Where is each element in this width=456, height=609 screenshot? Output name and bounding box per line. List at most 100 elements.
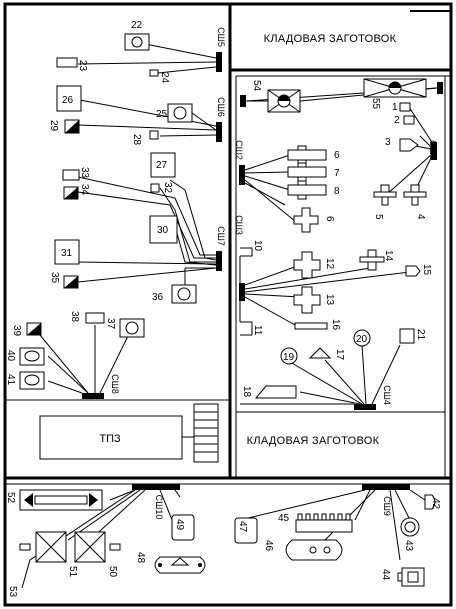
device-31 xyxy=(54,239,80,265)
connector-left-of-sh4 xyxy=(240,95,246,107)
label-53: 53 xyxy=(7,586,18,598)
label-48: 48 xyxy=(135,552,146,564)
ttz-terminal-block xyxy=(182,403,219,463)
device-6a xyxy=(287,145,327,165)
label-6b: 6 xyxy=(324,216,335,222)
connector-label-sh4: СШ4 xyxy=(382,385,392,405)
ttz-cabinet xyxy=(39,415,183,460)
device-2 xyxy=(403,115,415,125)
label-14: 14 xyxy=(383,250,394,262)
label-42: 42 xyxy=(430,498,441,510)
label-38: 38 xyxy=(69,311,80,323)
label-21: 21 xyxy=(415,329,426,341)
label-51: 51 xyxy=(67,566,78,578)
connector-label-sh8: СШ8 xyxy=(110,374,120,394)
device-46 xyxy=(285,539,343,561)
connector-label-sh6: СШ6 xyxy=(216,97,226,117)
item-numbers: 1 2 3 4 5 6 7 8 6 10 11 12 13 14 15 16 1… xyxy=(5,20,441,598)
connector-sh1 xyxy=(431,142,437,160)
label-15: 15 xyxy=(421,264,432,276)
label-35: 35 xyxy=(49,272,60,284)
device-54 xyxy=(267,89,301,113)
connector-label-sh9: СШ9 xyxy=(382,496,392,516)
device-10 xyxy=(240,247,253,257)
label-8: 8 xyxy=(334,186,340,197)
label-33: 33 xyxy=(79,167,90,179)
device-44 xyxy=(397,567,425,587)
label-1: 1 xyxy=(392,102,398,113)
connector-sh4 xyxy=(354,404,376,410)
device-16 xyxy=(294,322,328,330)
label-6a: 6 xyxy=(334,150,340,161)
label-26: 26 xyxy=(62,95,74,106)
device-19 xyxy=(280,347,298,365)
label-46: 46 xyxy=(263,540,274,552)
connector-label-sh10: СШ10 xyxy=(154,495,164,520)
label-30: 30 xyxy=(157,225,169,236)
connector-sh5 xyxy=(216,52,222,72)
label-4: 4 xyxy=(415,214,426,220)
device-39 xyxy=(26,322,42,336)
label-2: 2 xyxy=(394,115,400,126)
device-30 xyxy=(149,215,178,244)
label-16: 16 xyxy=(330,319,341,331)
label-54: 54 xyxy=(251,80,262,92)
label-19: 19 xyxy=(283,352,295,363)
label-24: 24 xyxy=(159,72,170,84)
label-17: 17 xyxy=(334,349,345,361)
label-52: 52 xyxy=(5,492,16,504)
device-41 xyxy=(19,371,45,390)
ttz-label: ТПЗ xyxy=(99,433,121,445)
device-55 xyxy=(363,78,427,98)
label-12: 12 xyxy=(324,258,335,270)
label-44: 44 xyxy=(380,569,391,581)
device-7 xyxy=(287,162,327,182)
room-label-middle-storage: КЛАДОВАЯ ЗАГОТОВОК xyxy=(247,435,380,447)
connector-right-of-sh1 xyxy=(437,82,443,94)
connector-sh7 xyxy=(216,251,222,271)
device-26 xyxy=(56,85,82,112)
label-39: 39 xyxy=(11,325,22,337)
device-24 xyxy=(149,69,159,77)
connector-sh2 xyxy=(239,165,245,185)
label-23: 23 xyxy=(77,60,88,72)
device-48 xyxy=(154,556,206,574)
device-12 xyxy=(293,251,321,279)
device-13 xyxy=(293,286,321,314)
label-45: 45 xyxy=(278,513,290,524)
device-22 xyxy=(124,33,150,51)
label-25: 25 xyxy=(156,109,168,120)
device-17 xyxy=(308,347,332,359)
connector-strips xyxy=(82,52,443,490)
device-33 xyxy=(62,169,80,181)
wires xyxy=(21,42,438,589)
device-15 xyxy=(405,265,421,277)
device-36 xyxy=(171,284,197,304)
label-34: 34 xyxy=(79,184,90,196)
label-41: 41 xyxy=(5,374,16,386)
device-52 xyxy=(19,489,103,511)
connector-sh6 xyxy=(216,122,222,142)
device-40 xyxy=(19,347,45,366)
device-51 xyxy=(19,531,67,563)
label-36: 36 xyxy=(152,292,164,303)
room-label-top-storage: КЛАДОВАЯ ЗАГОТОВОК xyxy=(264,33,397,45)
label-7: 7 xyxy=(334,168,340,179)
device-5 xyxy=(373,184,397,206)
label-13: 13 xyxy=(324,294,335,306)
device-32 xyxy=(150,183,160,193)
device-37 xyxy=(119,318,145,338)
label-31: 31 xyxy=(61,248,73,259)
label-47: 47 xyxy=(237,521,248,533)
label-11: 11 xyxy=(252,325,263,336)
device-47 xyxy=(234,517,258,544)
connector-label-sh2: СШ2 xyxy=(234,140,244,160)
connector-label-sh5: СШ5 xyxy=(216,27,226,47)
device-18 xyxy=(254,385,297,399)
device-8 xyxy=(287,180,327,200)
connector-label-sh7: СШ7 xyxy=(216,226,226,246)
device-27 xyxy=(150,152,176,178)
device-42 xyxy=(424,494,436,510)
label-22: 22 xyxy=(131,20,143,31)
